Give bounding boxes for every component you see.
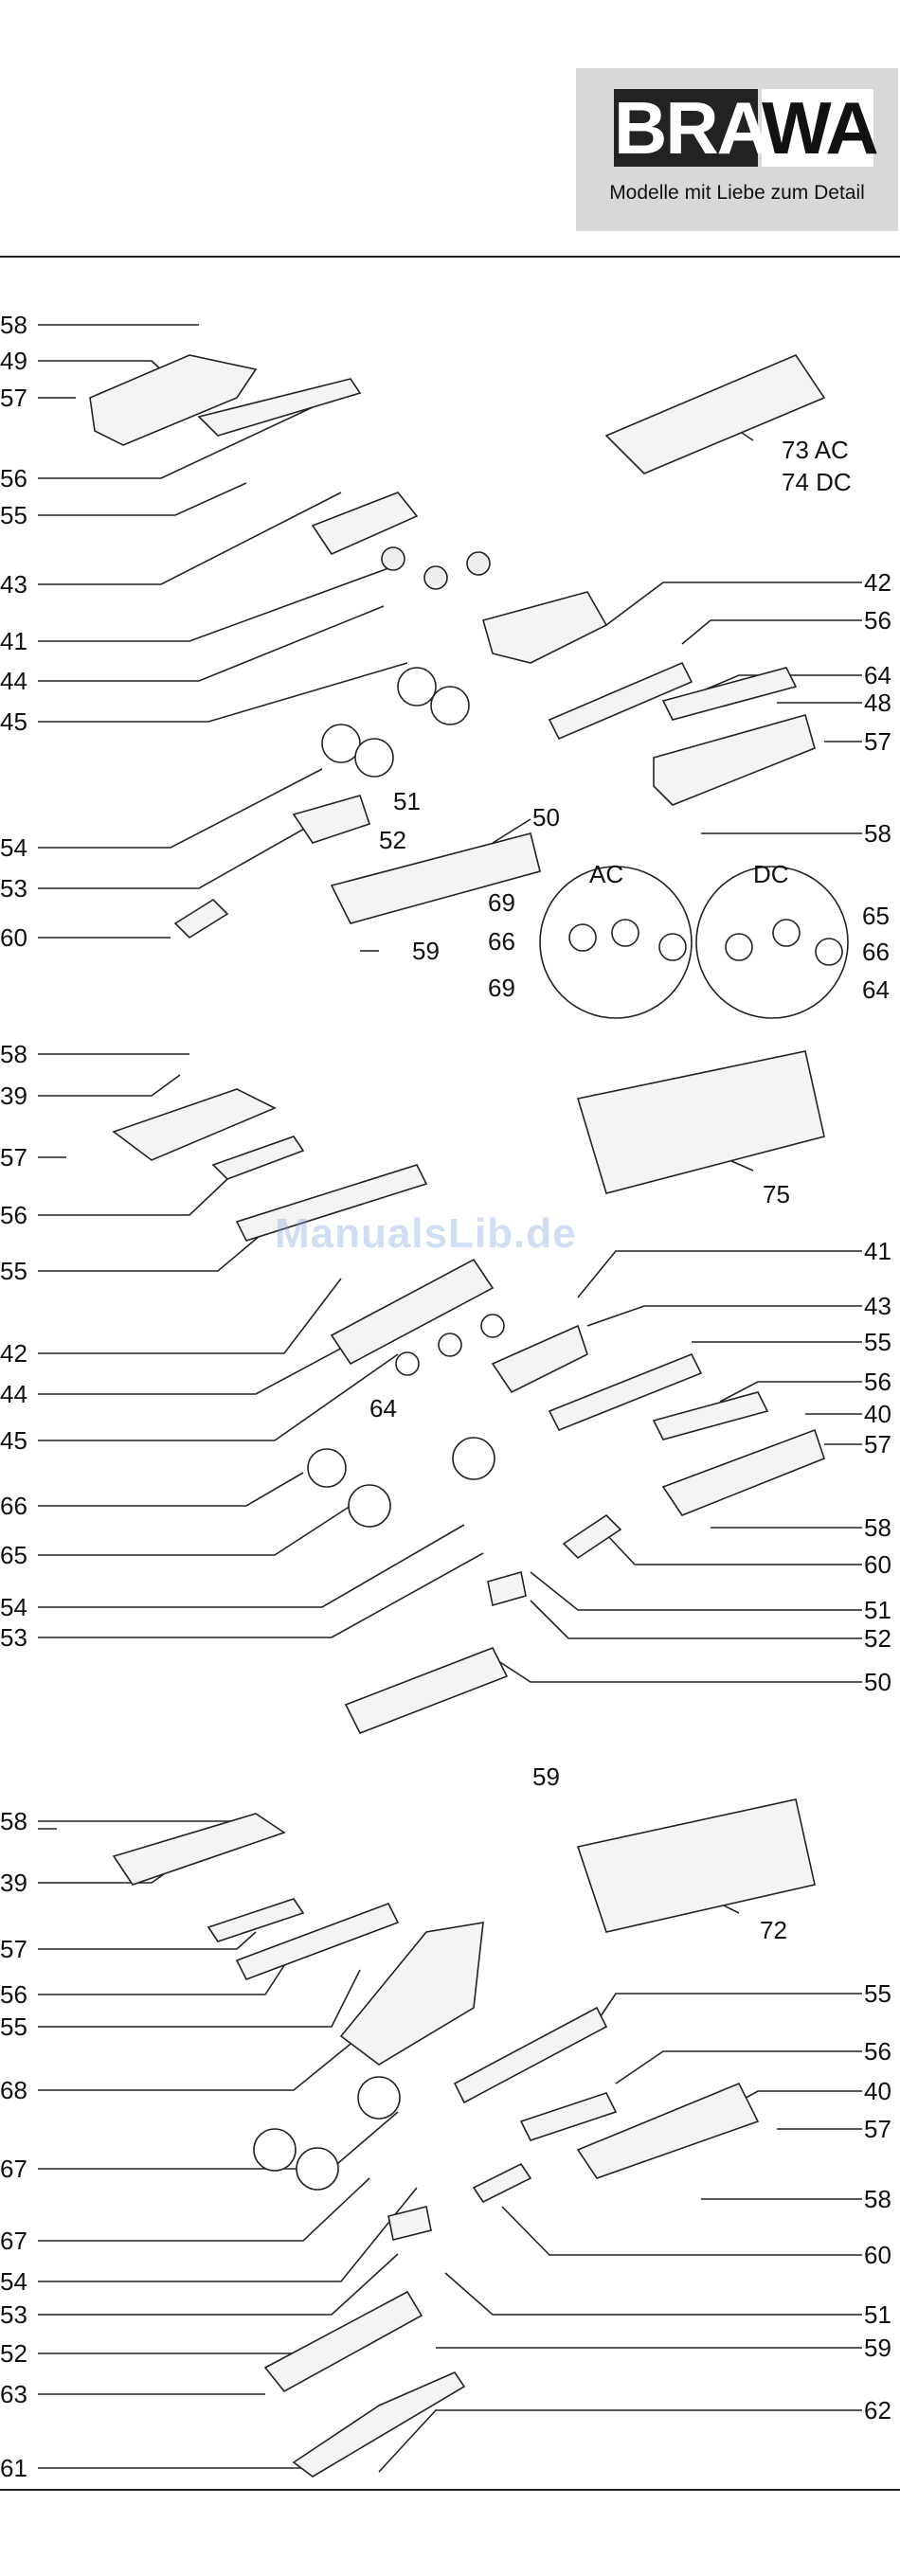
part-label: 49 — [0, 347, 27, 375]
part-label: 51 — [864, 2300, 891, 2329]
part-label: 66 — [862, 938, 890, 966]
part-label: 52 — [864, 1624, 891, 1653]
part-label: 58 — [864, 1513, 891, 1542]
part-label: 57 — [864, 1430, 891, 1458]
ac-title: AC — [589, 860, 623, 888]
part-label: 55 — [0, 1257, 27, 1285]
part-label: 48 — [864, 689, 891, 717]
part-label: 56 — [0, 1201, 27, 1229]
part-label: 57 — [0, 384, 27, 412]
part-label: 58 — [0, 311, 27, 339]
part-label: 67 — [0, 2155, 27, 2183]
part-label: 65 — [0, 1541, 27, 1569]
part-label: 58 — [864, 819, 891, 848]
part-label: 57 — [0, 1143, 27, 1172]
part-label: 55 — [864, 1328, 891, 1356]
part-label: 55 — [0, 2012, 27, 2041]
part-label: 39 — [0, 1869, 27, 1897]
part-label: 45 — [0, 707, 27, 736]
part-label: 53 — [0, 874, 27, 903]
part-label: 58 — [0, 1807, 27, 1835]
part-label: 58 — [864, 2185, 891, 2213]
part-label: 59 — [532, 1762, 560, 1791]
part-label: 53 — [0, 2300, 27, 2329]
watermark: ManualsLib.de — [275, 1210, 577, 1258]
part-label: 69 — [488, 888, 515, 917]
assembly-label: 74 DC — [782, 468, 852, 496]
part-label: 56 — [0, 464, 27, 492]
part-label: 63 — [0, 2380, 27, 2408]
part-label: 42 — [0, 1339, 27, 1368]
part-label: 52 — [379, 826, 406, 854]
part-label: 69 — [488, 974, 515, 1002]
part-label: 54 — [0, 2267, 27, 2296]
part-label: 57 — [864, 727, 891, 756]
part-label: 57 — [864, 2115, 891, 2143]
part-label: 67 — [0, 2227, 27, 2255]
part-label: 39 — [0, 1082, 27, 1110]
part-label: 50 — [532, 803, 560, 832]
part-label: 56 — [864, 2037, 891, 2066]
part-label: 60 — [864, 2241, 891, 2269]
part-label: 62 — [864, 2396, 891, 2424]
part-label: 64 — [369, 1394, 397, 1422]
part-label: 54 — [0, 1593, 27, 1621]
part-label: 68 — [0, 2076, 27, 2104]
part-label: 44 — [0, 1380, 27, 1408]
part-label: 56 — [864, 1368, 891, 1396]
part-label: 41 — [0, 627, 27, 655]
part-label: 40 — [864, 2077, 891, 2105]
assembly-label: 75 — [763, 1180, 790, 1208]
part-label: 45 — [0, 1426, 27, 1455]
part-label: 59 — [864, 2334, 891, 2362]
part-label: 65 — [862, 902, 890, 930]
part-label: 43 — [864, 1292, 891, 1320]
part-label: 43 — [0, 570, 27, 599]
part-label: 55 — [0, 501, 27, 529]
part-label: 53 — [0, 1623, 27, 1652]
part-label: 52 — [0, 2339, 27, 2368]
assembly-label: 72 — [760, 1916, 787, 1944]
part-label: 59 — [412, 937, 440, 965]
part-label: 51 — [864, 1596, 891, 1624]
part-label: 64 — [862, 975, 890, 1004]
part-label: 56 — [0, 1980, 27, 2009]
part-label: 64 — [864, 661, 891, 689]
part-label: 60 — [864, 1550, 891, 1579]
part-label: 58 — [0, 1040, 27, 1068]
part-label: 42 — [864, 568, 891, 597]
dc-title: DC — [753, 860, 789, 888]
part-label: 66 — [0, 1492, 27, 1520]
part-label: 40 — [864, 1400, 891, 1428]
part-label: 56 — [864, 606, 891, 635]
part-label: 66 — [488, 927, 515, 956]
part-label: 50 — [864, 1668, 891, 1696]
part-label: 61 — [0, 2454, 27, 2482]
part-label: 44 — [0, 667, 27, 695]
part-label: 51 — [393, 787, 421, 815]
part-label: 57 — [0, 1935, 27, 1963]
part-label: 41 — [864, 1237, 891, 1265]
part-label: 55 — [864, 1979, 891, 2008]
part-label: 60 — [0, 923, 27, 952]
part-label: 54 — [0, 833, 27, 862]
assembly-label: 73 AC — [782, 436, 849, 464]
